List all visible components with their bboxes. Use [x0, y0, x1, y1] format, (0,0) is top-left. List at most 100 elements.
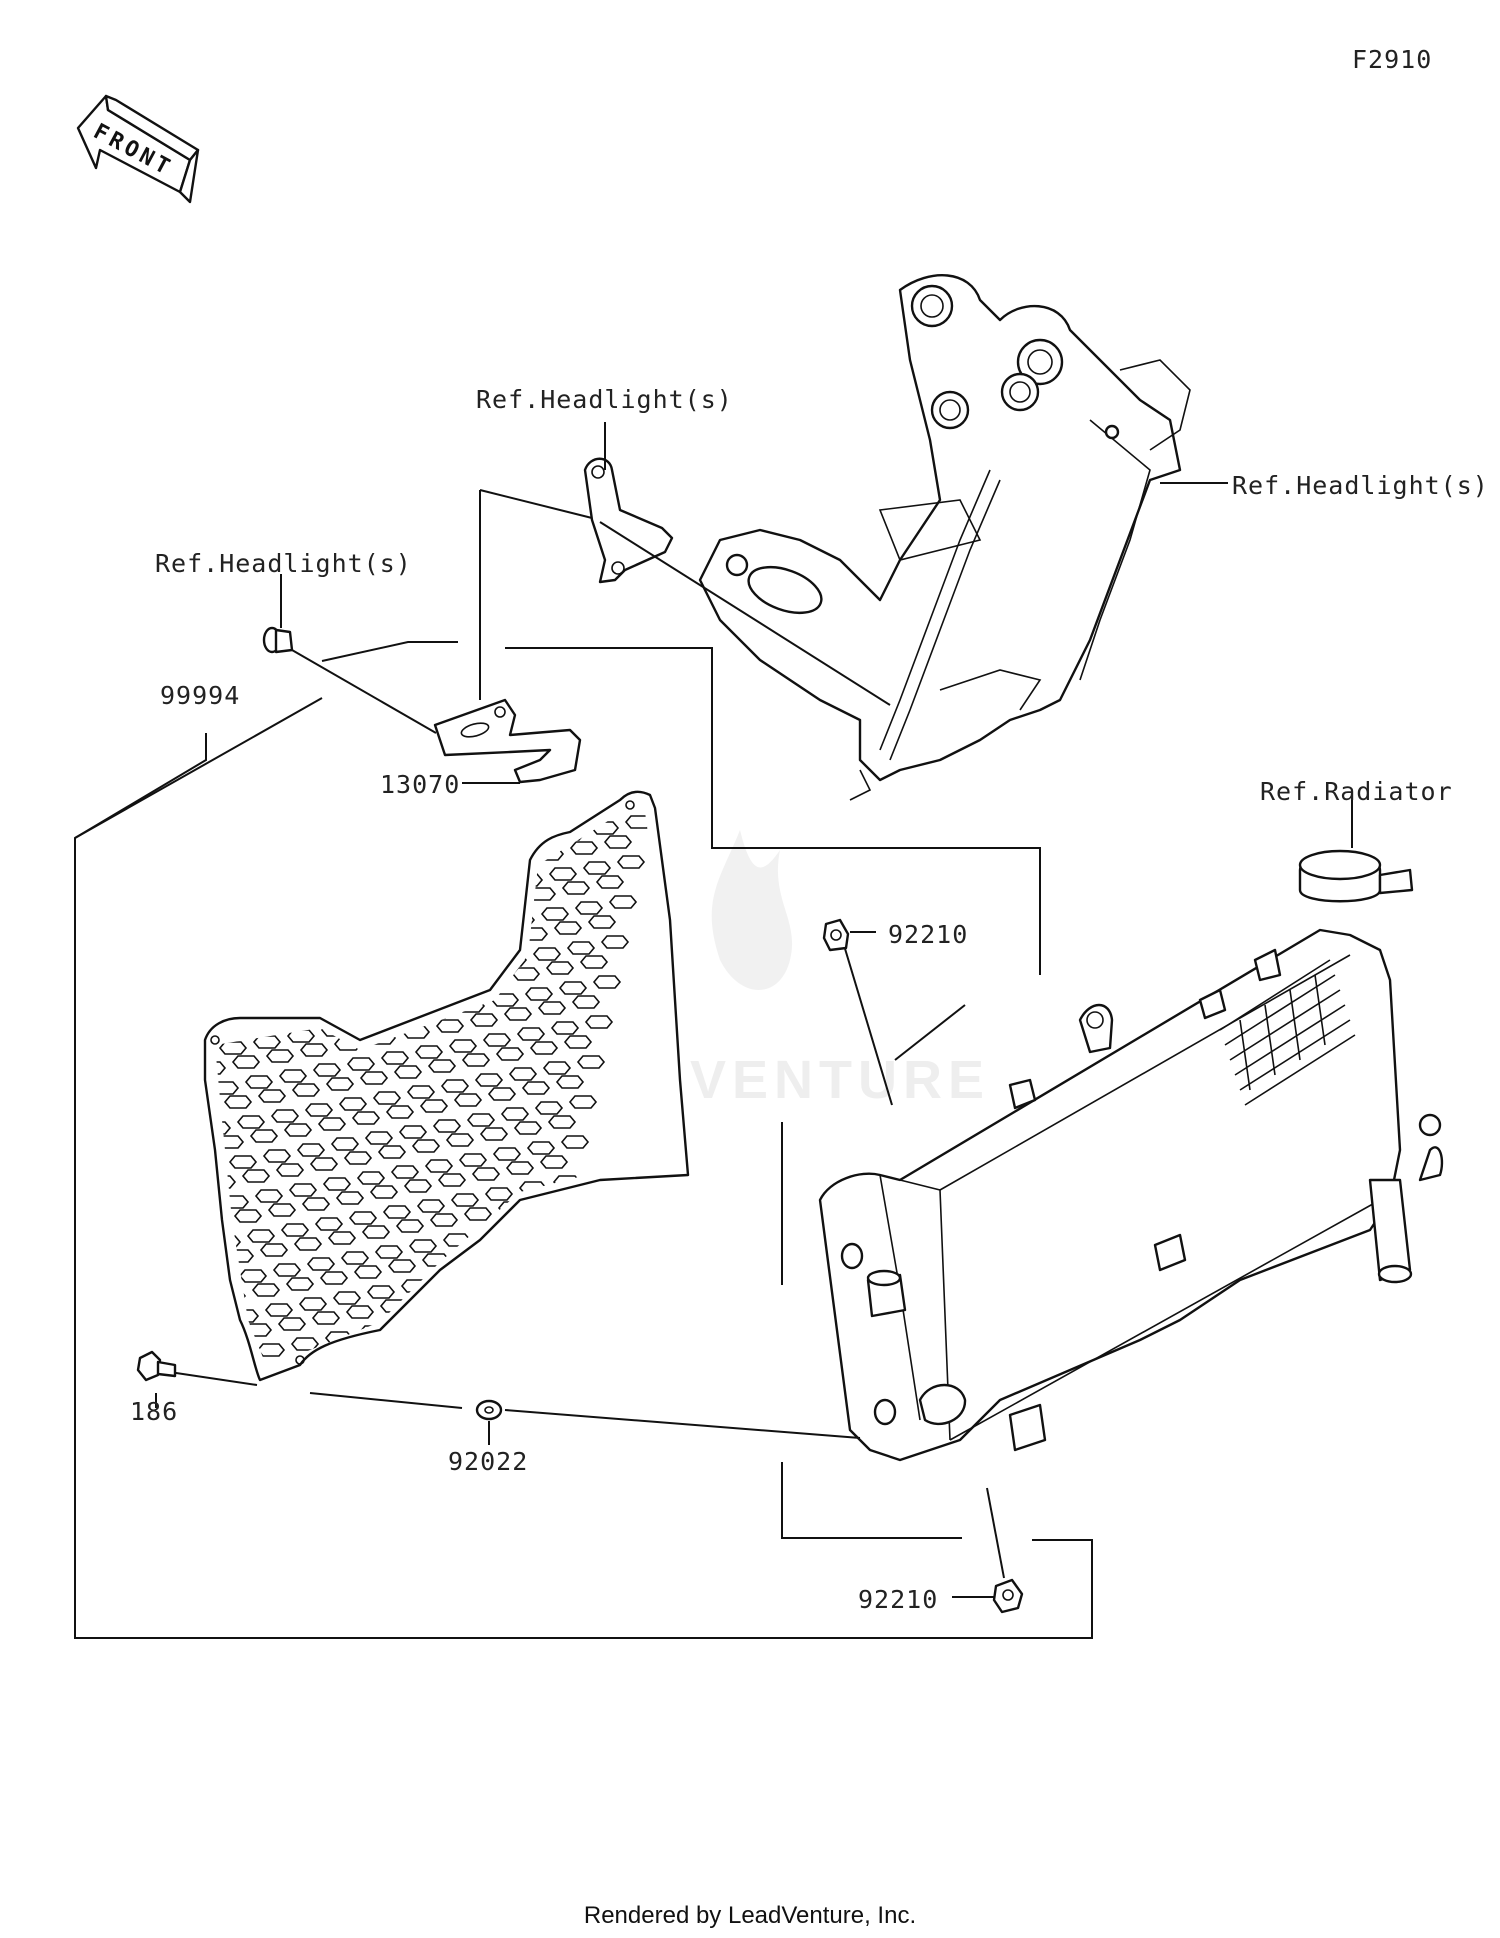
grille-hex-cell — [391, 911, 421, 925]
grille-hex-cell — [521, 1081, 551, 1095]
grille-hex-cell — [238, 1269, 268, 1283]
grille-hex-cell — [323, 923, 353, 937]
washer-92022-icon — [475, 1399, 503, 1421]
grille-hex-cell — [438, 925, 468, 939]
grille-hex-cell — [495, 1047, 525, 1061]
grille-hex-cell — [485, 933, 515, 947]
grille-hex-cell — [264, 1303, 294, 1317]
grille-hex-cell — [180, 1242, 206, 1254]
grille-hex-cell — [550, 1021, 580, 1035]
grille-hex-cell — [325, 1077, 355, 1091]
grille-hex-cell — [299, 1043, 329, 1057]
grille-hex-cell — [459, 899, 489, 913]
grille-hex-cell — [326, 829, 356, 843]
grille-hex-cell — [582, 861, 612, 875]
grille-hex-cell — [130, 1328, 156, 1340]
grille-hex-cell — [391, 758, 417, 770]
grille-hex-cell — [215, 1121, 232, 1135]
grille-hex-cell — [503, 1007, 533, 1021]
grille-hex-cell — [112, 1254, 138, 1266]
grille-hex-cell — [215, 853, 220, 867]
grille-hex-cell — [293, 1237, 323, 1251]
grille-hex-cell — [469, 1013, 499, 1027]
grille-hex-cell — [513, 1121, 543, 1135]
bolt-icon — [262, 626, 294, 654]
grille-hex-cell — [584, 1015, 614, 1029]
grille-hex-cell — [215, 1007, 222, 1021]
grille-hex-cell — [175, 1182, 201, 1194]
grille-hex-cell — [395, 1219, 425, 1233]
grille-hex-cell — [448, 1039, 478, 1053]
grille-hex-cell — [383, 798, 409, 810]
bolt-186-icon — [136, 1350, 177, 1382]
grille-hex-cell — [354, 1017, 384, 1031]
grille-hex-cell — [508, 1067, 538, 1081]
grille-hex-cell — [382, 1205, 412, 1219]
grille-hex-cell — [215, 1275, 234, 1289]
grille-hex-cell — [265, 1049, 295, 1063]
grille-hex-cell — [540, 907, 570, 921]
grille-hex-cell — [138, 1288, 164, 1300]
ref-headlight-left-label: Ref.Headlight(s) — [155, 549, 412, 578]
grille-hex-cell — [289, 776, 315, 788]
grille-hex-cell — [232, 812, 262, 821]
grille-hex-cell — [228, 1155, 258, 1169]
grille-hex-cell — [323, 770, 349, 782]
grille-hex-cell — [216, 887, 246, 901]
grille-hex-cell — [406, 1085, 436, 1099]
grille-hex-cell — [285, 1277, 315, 1291]
grille-hex-cell — [496, 812, 526, 813]
part-number-92210-bottom: 92210 — [858, 1585, 938, 1614]
grille-hex-cell — [159, 1262, 185, 1274]
grille-hex-cell — [223, 1095, 253, 1109]
grille-hex-cell — [437, 1173, 467, 1187]
grille-hex-cell — [244, 1075, 274, 1089]
grille-hex-cell — [407, 831, 437, 845]
grille-hex-cell — [171, 874, 197, 886]
grille-hex-cell — [362, 977, 392, 991]
grille-hex-cell — [553, 921, 583, 935]
grille-hex-cell — [369, 1185, 399, 1199]
grille-hex-cell — [185, 1296, 211, 1308]
grille-hex-cell — [170, 1128, 196, 1140]
grille-hex-cell — [313, 812, 343, 823]
grille-hex-cell — [141, 1188, 167, 1200]
grille-hex-cell — [184, 894, 210, 906]
grille-hex-cell — [251, 1283, 281, 1297]
grille-hex-cell — [168, 974, 194, 986]
leader-lines — [74, 422, 1353, 1639]
grille-hex-cell — [515, 1275, 545, 1289]
grille-hex-cell — [268, 955, 298, 969]
grille-hex-cell — [330, 1137, 360, 1151]
grille-hex-cell — [464, 959, 494, 973]
grille-hex-cell — [115, 1154, 141, 1166]
grille-hex-cell — [471, 1167, 501, 1181]
grille-hex-cell — [460, 1307, 490, 1321]
grille-hex-cell — [466, 1113, 496, 1127]
grille-hex-cell — [378, 897, 408, 911]
grille-hex-cell — [160, 1014, 186, 1026]
grille-hex-cell — [319, 1271, 349, 1285]
grille-hex-cell — [250, 881, 280, 895]
grille-hex-cell — [485, 780, 511, 792]
grille-hex-cell — [338, 1097, 368, 1111]
grille-hex-cell — [75, 1354, 101, 1366]
grille-hex-cell — [569, 841, 599, 855]
grille-hex-cell — [370, 937, 400, 951]
grille-hex-cell — [83, 1314, 109, 1326]
grille-hex-cell — [339, 843, 369, 857]
grille-hex-cell — [152, 1054, 178, 1066]
grille-hex-cell — [443, 979, 473, 993]
grille-hex-cell — [314, 1217, 344, 1231]
grille-hex-cell — [548, 867, 578, 881]
grille-hex-cell — [221, 788, 247, 800]
grille-hex-cell — [215, 947, 217, 961]
grille-hex-cell — [393, 1065, 423, 1079]
grille-hex-cell — [120, 1214, 146, 1226]
grille-hex-cell — [149, 1148, 175, 1160]
watermark-text: VENTURE — [690, 1050, 990, 1110]
grille-hex-cell — [309, 1157, 339, 1171]
grille-hex-cell — [524, 987, 554, 1001]
grille-hex-cell — [290, 1337, 320, 1351]
grille-hex-cell — [409, 985, 439, 999]
